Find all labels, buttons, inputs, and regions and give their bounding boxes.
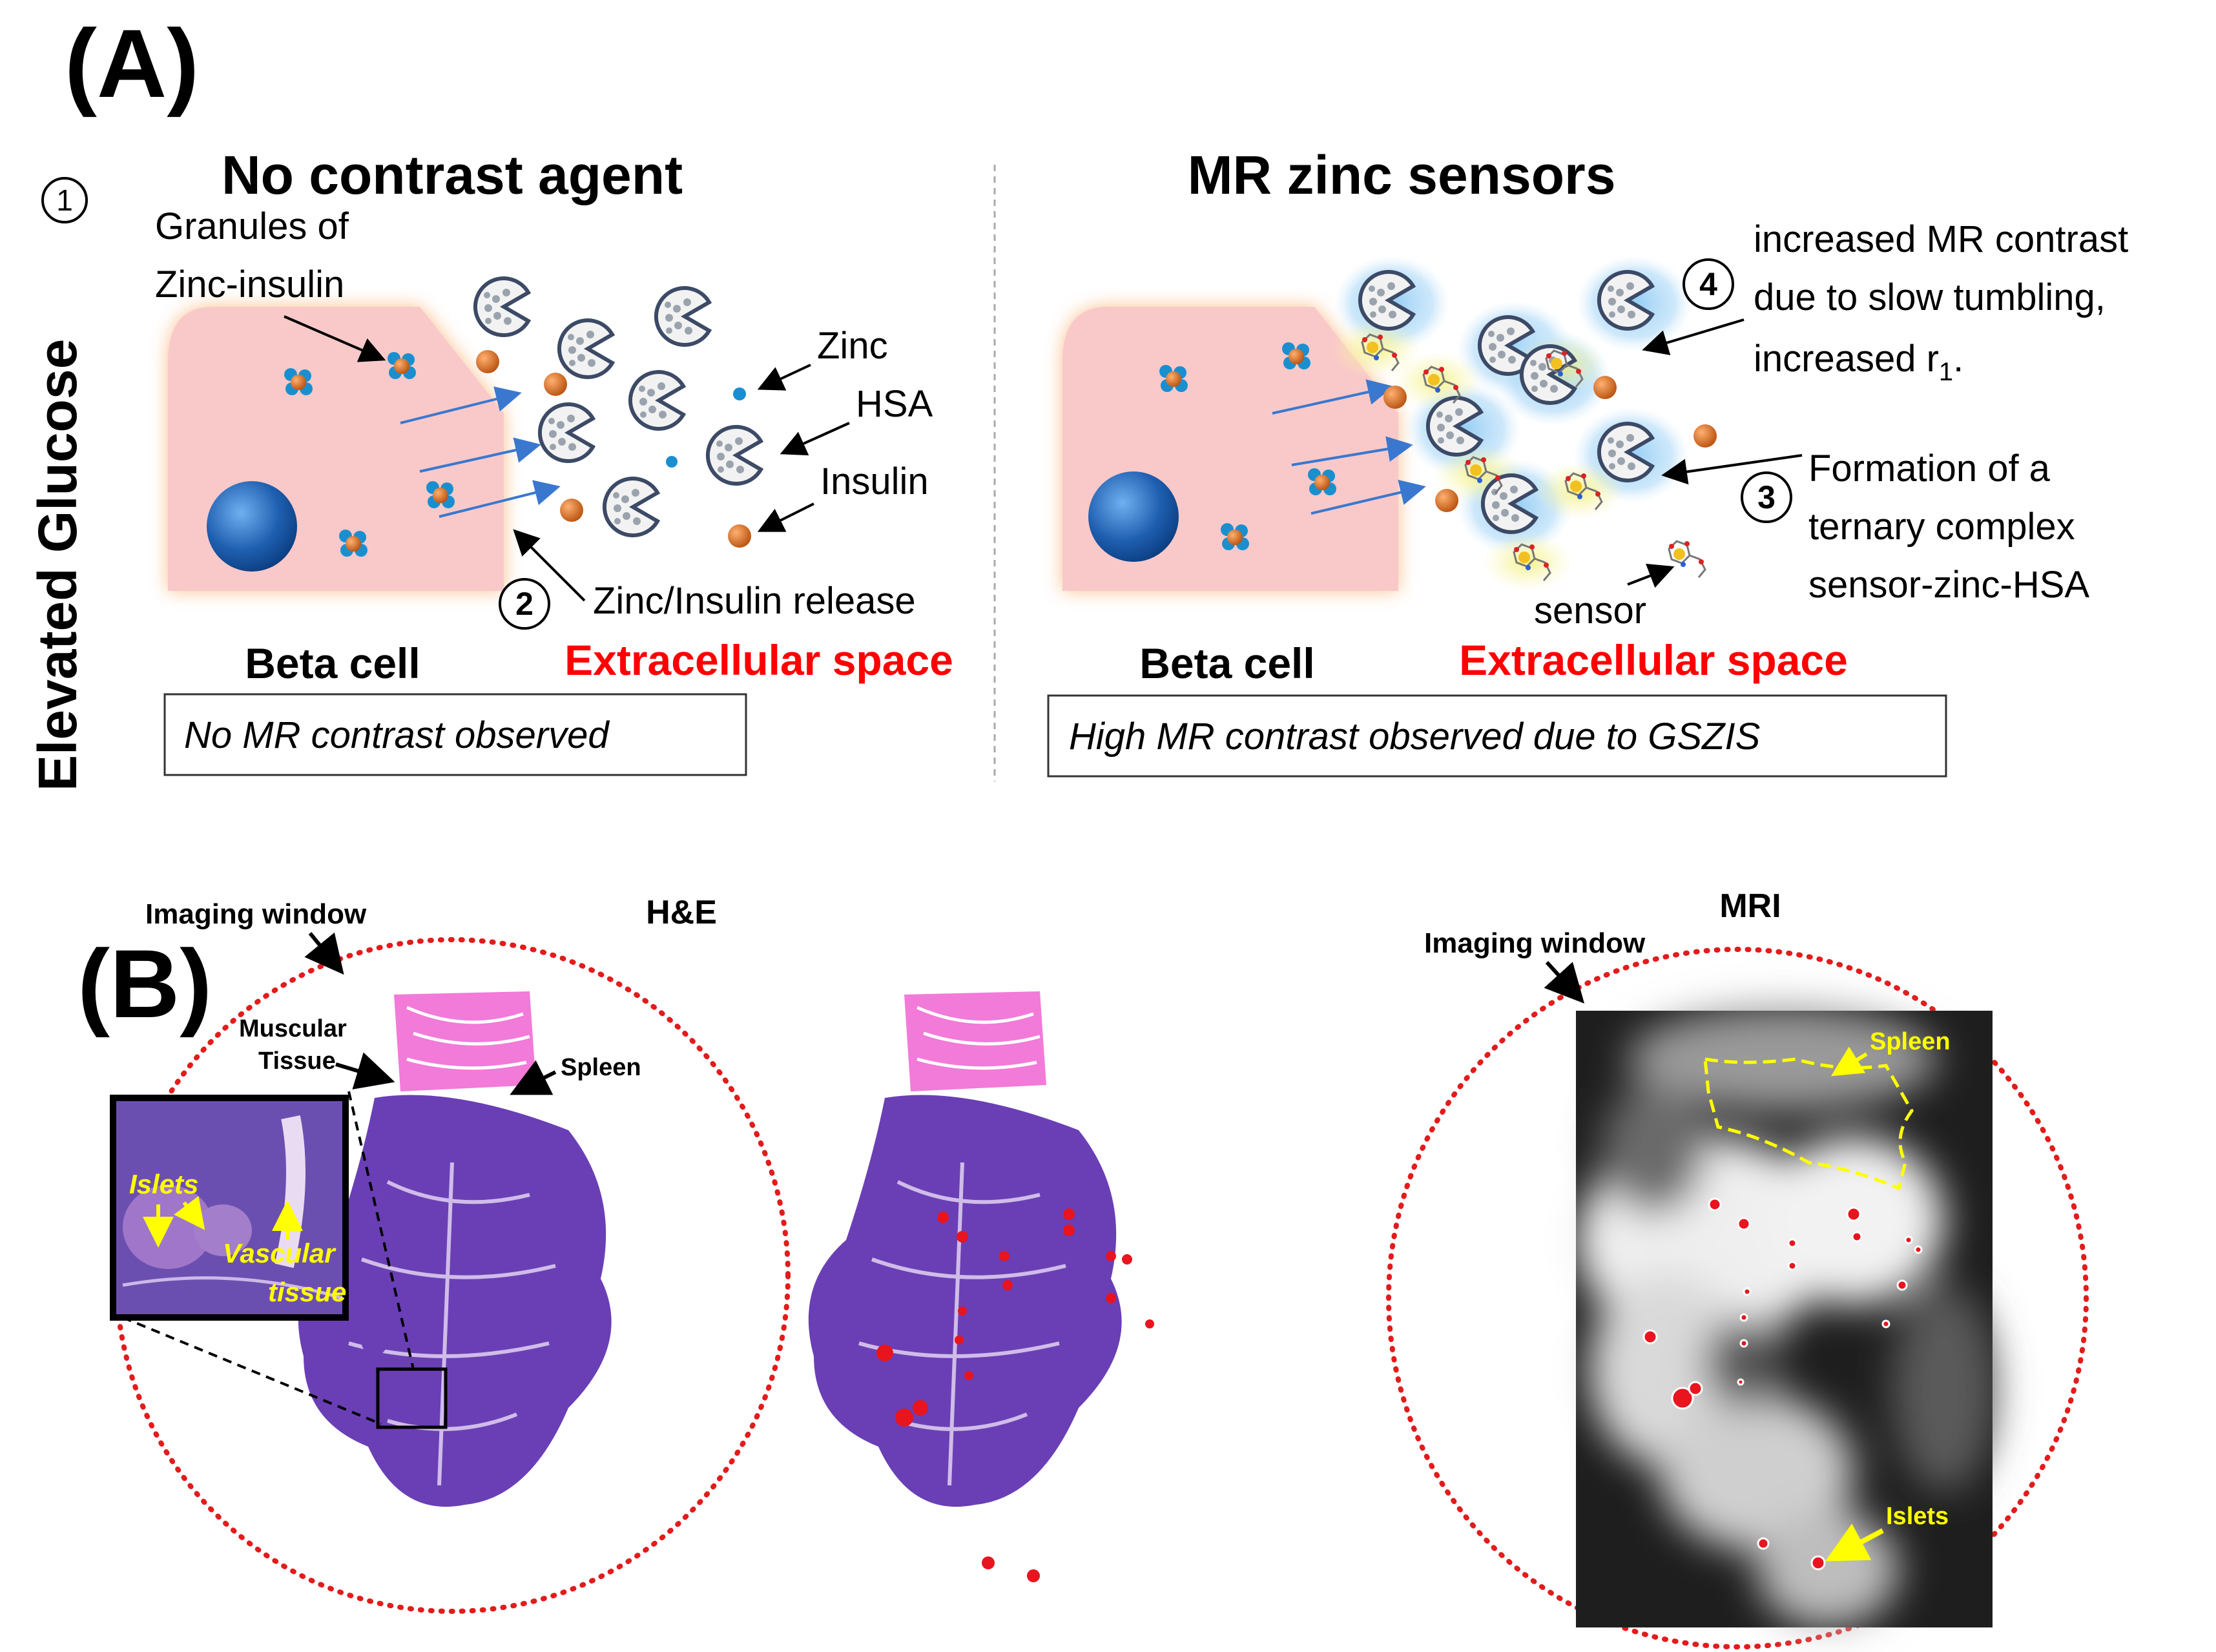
hsa-icon (540, 404, 593, 461)
hsa-label: HSA (856, 383, 933, 425)
sensor-arrow (1627, 563, 1675, 588)
he-tissue-middle (808, 991, 1154, 1582)
muscular-label-2: Tissue (258, 1048, 336, 1075)
zinc-arrow (757, 364, 811, 391)
step-3-number: 3 (1757, 479, 1776, 515)
insulin-dot (560, 499, 583, 522)
muscular-label-1: Muscular (239, 1015, 347, 1042)
inset-vascular-label-2: tissue (268, 1277, 346, 1307)
arrow-release (1272, 379, 1394, 415)
contrast-arrow (1642, 318, 1745, 355)
he-tissue-left: Muscular Tissue Spleen (239, 991, 641, 1507)
arrow-release (1291, 436, 1413, 466)
arrow-release (419, 437, 541, 473)
ternary-line-1: Formation of a (1808, 448, 2051, 490)
imaging-window-label-left: Imaging window (145, 898, 367, 930)
granules-label-2: Zinc-insulin (155, 263, 344, 305)
insulin-dot (1435, 489, 1458, 512)
molecules-left (475, 278, 761, 548)
beta-cell-left (168, 307, 504, 591)
zinc-label: Zinc (817, 325, 888, 367)
nucleus (207, 481, 297, 572)
extracellular-label-right: Extracellular space (1459, 636, 1848, 684)
ternary-line-2: ternary complex (1808, 506, 2075, 548)
imaging-window-arrow-left (304, 932, 344, 975)
sensor-label: sensor (1534, 590, 1646, 632)
arrow-release (439, 480, 561, 518)
observation-left: No MR contrast observed (184, 714, 610, 756)
spleen-outline-mri (1703, 1057, 1914, 1191)
hsa-icon (630, 372, 683, 429)
inset: Islets Vascular tissue (110, 1091, 415, 1425)
sensor-molecule (1668, 540, 1706, 579)
inset-vascular-label-1: Vascular (223, 1238, 337, 1268)
nucleus (1088, 471, 1179, 562)
islets-label-mri: Islets (1886, 1503, 1949, 1530)
imaging-window-mri (1386, 947, 2089, 1649)
elevated-glucose-label: Elevated Glucose (27, 339, 88, 791)
mri-panel: Imaging window Spleen (1386, 927, 2089, 1649)
insulin-dot (1593, 376, 1617, 399)
hsa-arrow (780, 422, 850, 456)
muscular-arrow (335, 1052, 395, 1089)
right-subpanel: MR zinc sensors (1047, 145, 2128, 778)
zinc-dot (733, 387, 746, 400)
imaging-window-arrow-right (1544, 960, 1585, 1004)
panel-a-label: (A) (65, 9, 199, 118)
molecules-right (1331, 255, 1717, 591)
insulin-dot (544, 373, 567, 396)
imaging-window-label-right: Imaging window (1424, 927, 1646, 959)
granules-label-1: Granules of (155, 205, 349, 247)
contrast-line-2: due to slow tumbling, (1754, 276, 2106, 318)
contrast-line-1: increased MR contrast (1754, 218, 2128, 260)
hsa-icon (605, 479, 658, 535)
mri-title: MRI (1719, 887, 1781, 925)
hsa-icon (475, 278, 528, 335)
he-title: H&E (646, 894, 717, 931)
extracellular-label-left: Extracellular space (564, 636, 953, 684)
spleen-label-mri: Spleen (1870, 1028, 1951, 1055)
arrow-release (400, 386, 522, 424)
beta-cell-right (1062, 307, 1398, 591)
hsa-icon (559, 320, 612, 377)
hsa-icon (656, 288, 709, 345)
step-3-circle (1741, 471, 1792, 523)
panel-b-label: (B) (78, 929, 212, 1038)
beta-cell-label-left: Beta cell (245, 639, 420, 687)
arrow-release (1310, 479, 1426, 515)
granules-arrow (284, 315, 386, 362)
ternary-line-3: sensor-zinc-HSA (1808, 564, 2089, 606)
observation-box-left (163, 693, 747, 776)
insulin-label: Insulin (820, 460, 929, 502)
left-title: No contrast agent (222, 145, 683, 205)
insulin-dot (476, 350, 499, 373)
step-2-number: 2 (515, 586, 533, 622)
insulin-dot (1383, 386, 1407, 409)
zinc-dot (666, 456, 678, 468)
step-4-circle (1683, 258, 1734, 310)
contrast-line-3: increased r1. (1754, 338, 1963, 386)
side-label-group: 1 Elevated Glucose (27, 177, 88, 791)
insulin-dot (1693, 424, 1717, 448)
observation-box-right (1047, 694, 1947, 778)
spleen-arrow-he (510, 1060, 557, 1095)
right-title: MR zinc sensors (1188, 145, 1616, 205)
step-4-number: 4 (1699, 266, 1717, 302)
beta-cell-label-right: Beta cell (1139, 639, 1314, 687)
spleen-label-he: Spleen (561, 1054, 641, 1081)
step-2-circle (499, 578, 550, 630)
release-label: Zinc/Insulin release (593, 580, 916, 622)
insulin-dot (728, 524, 751, 548)
insulin-arrow (757, 502, 814, 532)
hsa-icon (708, 427, 761, 484)
step-1-number: 1 (56, 183, 73, 217)
inset-islets-label: Islets (129, 1169, 198, 1199)
ternary-arrow (1661, 454, 1803, 485)
release-arrow (513, 529, 586, 602)
inset-region-box (376, 1367, 448, 1429)
left-subpanel: No contrast agent (155, 145, 953, 776)
observation-right: High MR contrast observed due to GSZIS (1069, 716, 1761, 758)
step-1-circle (41, 177, 88, 223)
